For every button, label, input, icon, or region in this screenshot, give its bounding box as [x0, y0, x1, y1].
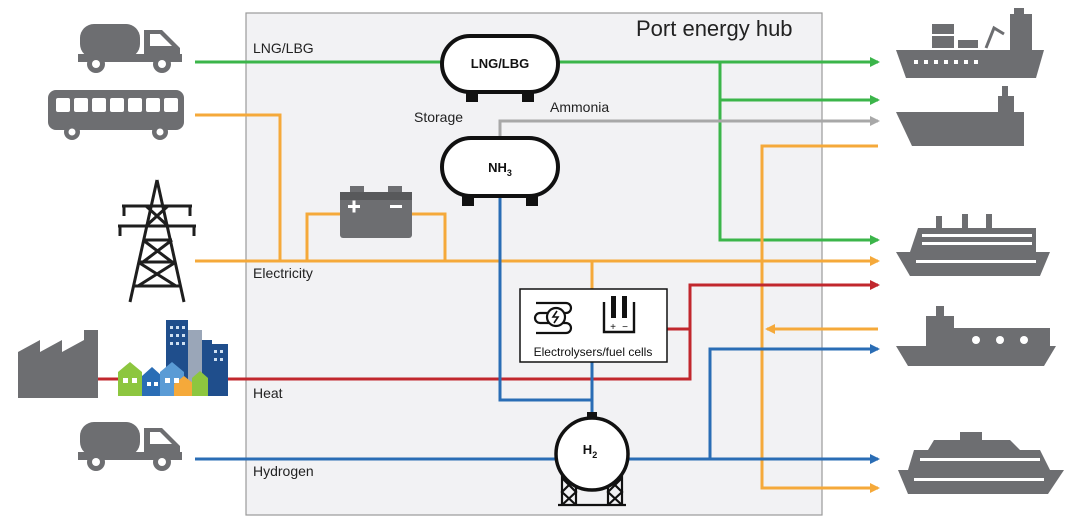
- electrolysers-label: Electrolysers/fuel cells: [534, 345, 653, 359]
- h2-subscript: 2: [592, 450, 597, 460]
- yacht-icon: [898, 432, 1064, 494]
- label-lng: LNG/LBG: [253, 40, 314, 56]
- ammonia-flow-line: [498, 116, 880, 138]
- tanker-truck-icon: [78, 422, 182, 471]
- lng-storage-tank: LNG/LBG: [440, 34, 560, 102]
- tanker-truck-icon: [78, 24, 182, 73]
- electricity-flow-lines: [195, 113, 880, 493]
- electrolyser-coil-icon: [533, 301, 573, 335]
- svg-text:−: −: [622, 322, 628, 333]
- lng-flow-lines: [195, 57, 880, 245]
- svg-text:NH3: NH3: [488, 160, 512, 178]
- electrolysers-box: + − Electrolysers/fuel cells: [519, 288, 668, 363]
- factory-icon: [18, 330, 98, 398]
- lng-tank-label: LNG/LBG: [471, 56, 530, 71]
- battery-icon: [340, 186, 412, 238]
- label-hydrogen: Hydrogen: [253, 463, 314, 479]
- hydrogen-sphere-tank: H2: [554, 412, 630, 507]
- tanker-ship-icon: [896, 86, 1024, 146]
- hydrogen-flow-lines: [195, 198, 880, 464]
- heat-flow-lines: [98, 280, 880, 381]
- nh3-tank-label: NH: [488, 160, 507, 175]
- hub-title: Port energy hub: [636, 16, 793, 41]
- label-storage: Storage: [414, 109, 463, 125]
- svg-text:+: +: [610, 322, 616, 333]
- bus-icon: [48, 90, 184, 140]
- fuel-cell-icon: + −: [602, 296, 636, 334]
- h2-tank-label: H: [583, 442, 592, 457]
- label-electricity: Electricity: [253, 265, 313, 281]
- label-heat: Heat: [253, 385, 283, 401]
- ammonia-storage-tank: NH3: [440, 136, 560, 206]
- nh3-subscript: 3: [507, 168, 512, 178]
- svg-text:H2: H2: [583, 442, 597, 460]
- power-pylon-icon: [118, 179, 196, 303]
- container-ship-icon: [896, 8, 1044, 78]
- cruise-ship-icon: [896, 214, 1050, 276]
- ferry-icon: [896, 306, 1056, 366]
- label-ammonia: Ammonia: [550, 99, 609, 115]
- city-icon: [118, 320, 228, 396]
